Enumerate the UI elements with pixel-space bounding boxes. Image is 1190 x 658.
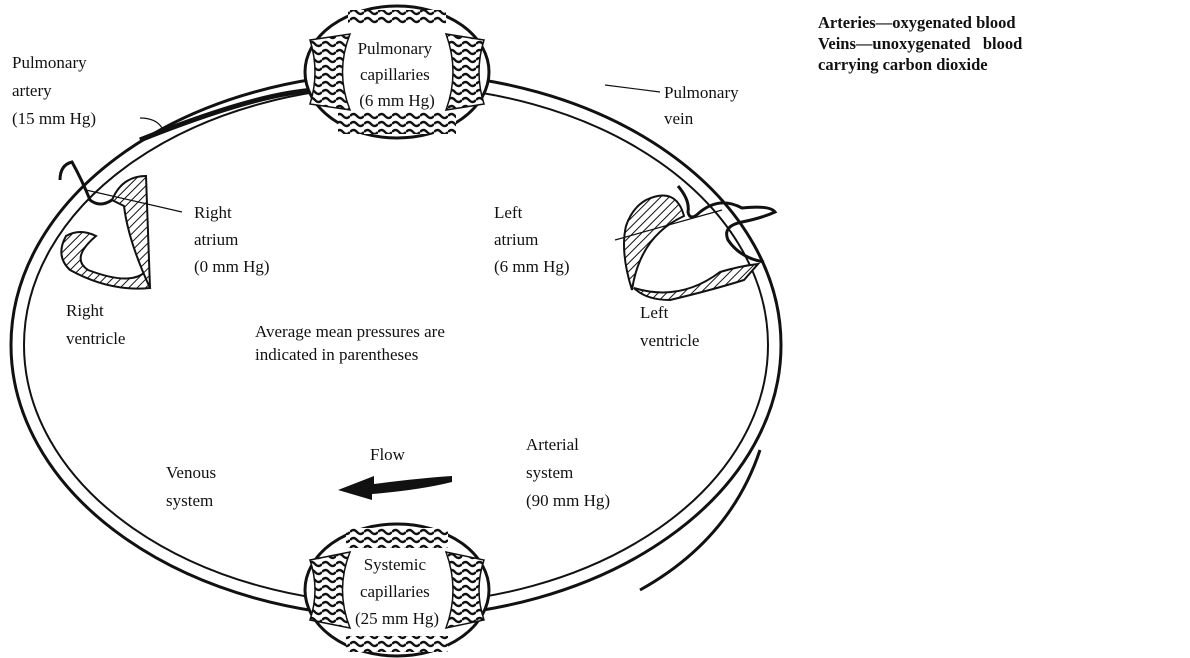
label-systemic-capillaries: Systemic capillaries (25 mm Hg): [355, 555, 439, 628]
label-right-atrium: Right atrium (0 mm Hg): [194, 203, 270, 276]
flow-arrow: [338, 476, 452, 500]
label-left-atrium: Left atrium (6 mm Hg): [494, 203, 570, 276]
label-arterial-system: Arterial system (90 mm Hg): [526, 435, 610, 510]
right-heart: [60, 162, 150, 289]
label-right-ventricle: Right ventricle: [66, 301, 125, 348]
label-left-ventricle: Left ventricle: [640, 303, 699, 350]
leader-pulmonary-vein: [605, 85, 660, 92]
leader-pulmonary-artery: [140, 118, 162, 128]
label-pulmonary-capillaries: Pulmonary capillaries (6 mm Hg): [358, 39, 437, 110]
label-pulmonary-vein: Pulmonary vein: [664, 83, 743, 128]
label-note: Average mean pressures are indicated in …: [255, 322, 449, 364]
label-pulmonary-artery: Pulmonary artery (15 mm Hg): [12, 53, 96, 128]
label-venous-system: Venous system: [166, 463, 220, 510]
label-flow: Flow: [370, 445, 406, 464]
